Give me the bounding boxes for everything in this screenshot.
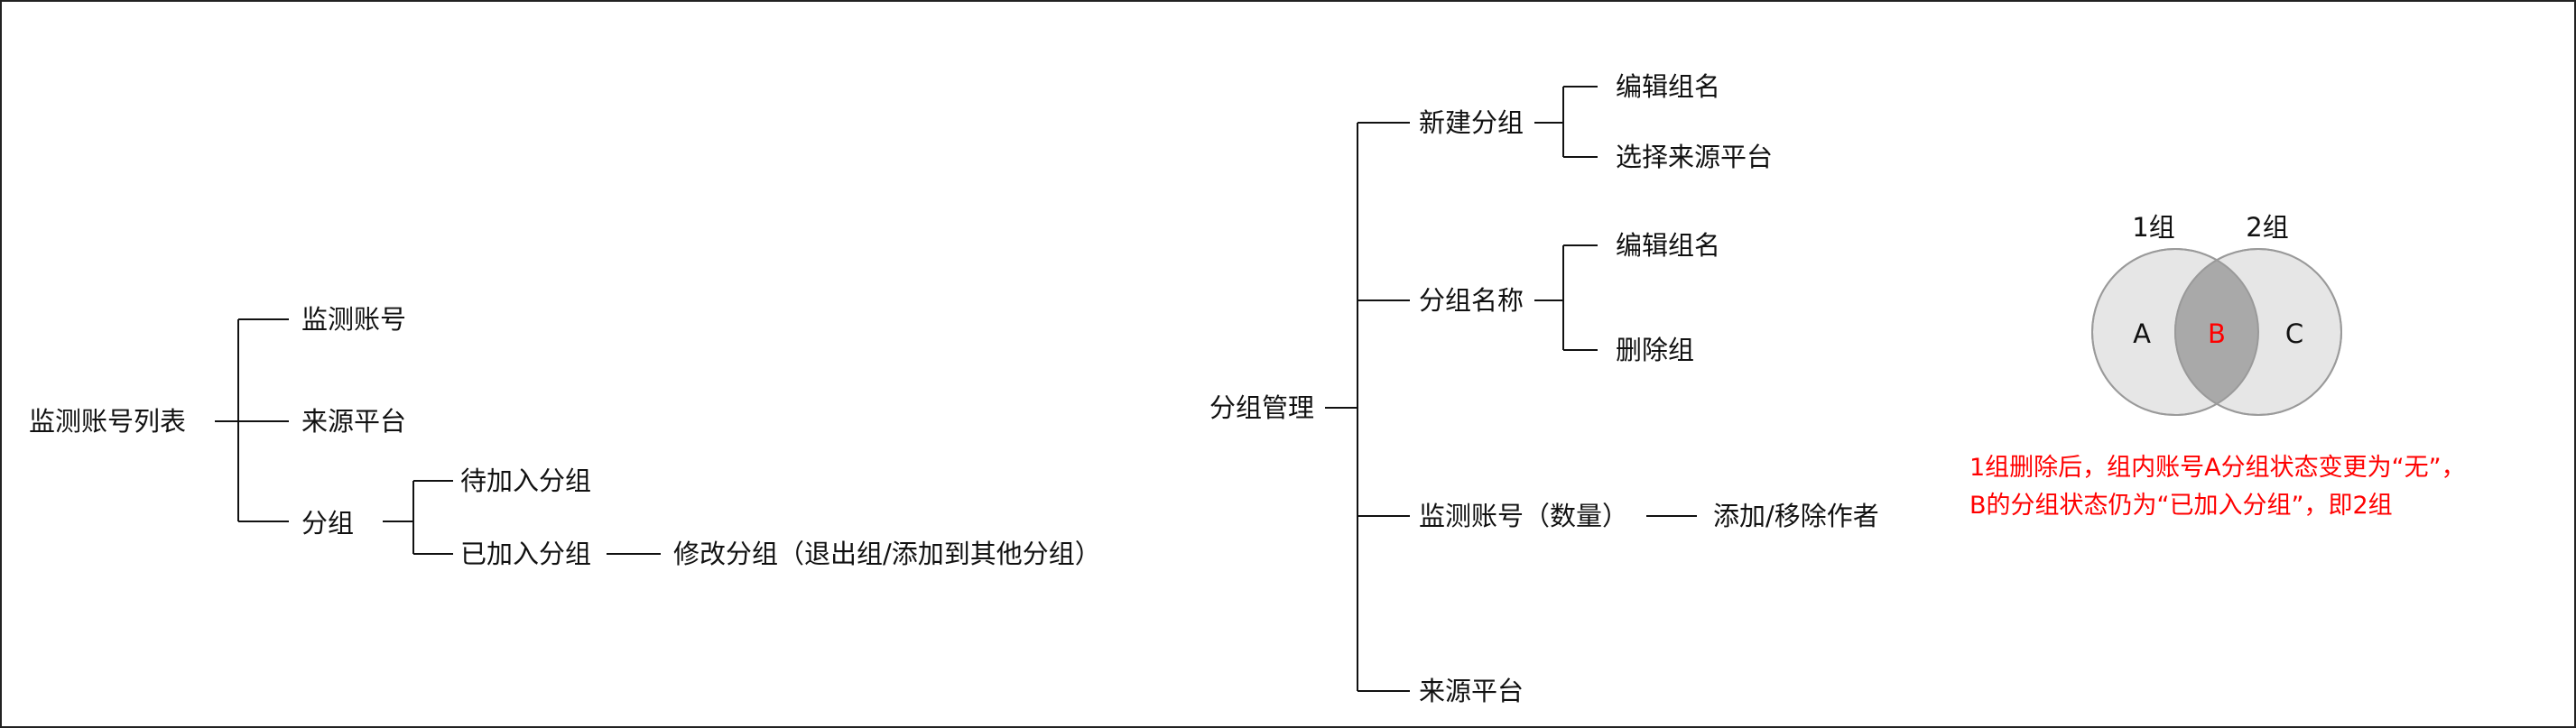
venn-region-a: A: [2133, 318, 2151, 349]
group-name-edit-name: 编辑组名: [1616, 230, 1721, 261]
joined-action-label: 修改分组（退出组/添加到其他分组）: [673, 539, 1101, 569]
venn-region-c: C: [2284, 318, 2304, 349]
left-root-label: 监测账号列表: [29, 406, 187, 437]
venn-intersection: [2175, 249, 2258, 415]
deletion-note-line-2: B的分组状态仍为“已加入分组”，即2组: [1969, 492, 2393, 520]
group-child-pending: 待加入分组: [460, 465, 592, 496]
mid-child-monitor-accounts: 监测账号（数量）: [1419, 501, 1629, 531]
group-child-joined: 已加入分组: [460, 539, 592, 569]
new-group-edit-name: 编辑组名: [1616, 71, 1721, 102]
venn-set2-label: 2组: [2246, 212, 2289, 243]
deletion-note: 1组删除后，组内账号A分组状态变更为“无”， B的分组状态仍为“已加入分组”，即…: [1969, 449, 2466, 525]
mid-root-label: 分组管理: [1209, 392, 1315, 423]
group-name-delete: 删除组: [1616, 335, 1695, 365]
mid-child-new-group: 新建分组: [1419, 107, 1524, 138]
new-group-select-source: 选择来源平台: [1616, 142, 1774, 172]
mid-child-source-platform: 来源平台: [1419, 676, 1524, 706]
accounts-action-label: 添加/移除作者: [1713, 501, 1879, 531]
left-child-group: 分组: [301, 508, 355, 539]
venn-region-b: B: [2208, 318, 2226, 349]
left-child-monitor-accounts: 监测账号: [301, 304, 407, 335]
deletion-note-line-1: 1组删除后，组内账号A分组状态变更为“无”，: [1969, 454, 2466, 482]
venn-diagram: [2091, 248, 2342, 416]
mid-child-group-name: 分组名称: [1419, 285, 1524, 316]
left-child-source-platform: 来源平台: [301, 406, 407, 437]
venn-set1-label: 1组: [2132, 212, 2175, 243]
